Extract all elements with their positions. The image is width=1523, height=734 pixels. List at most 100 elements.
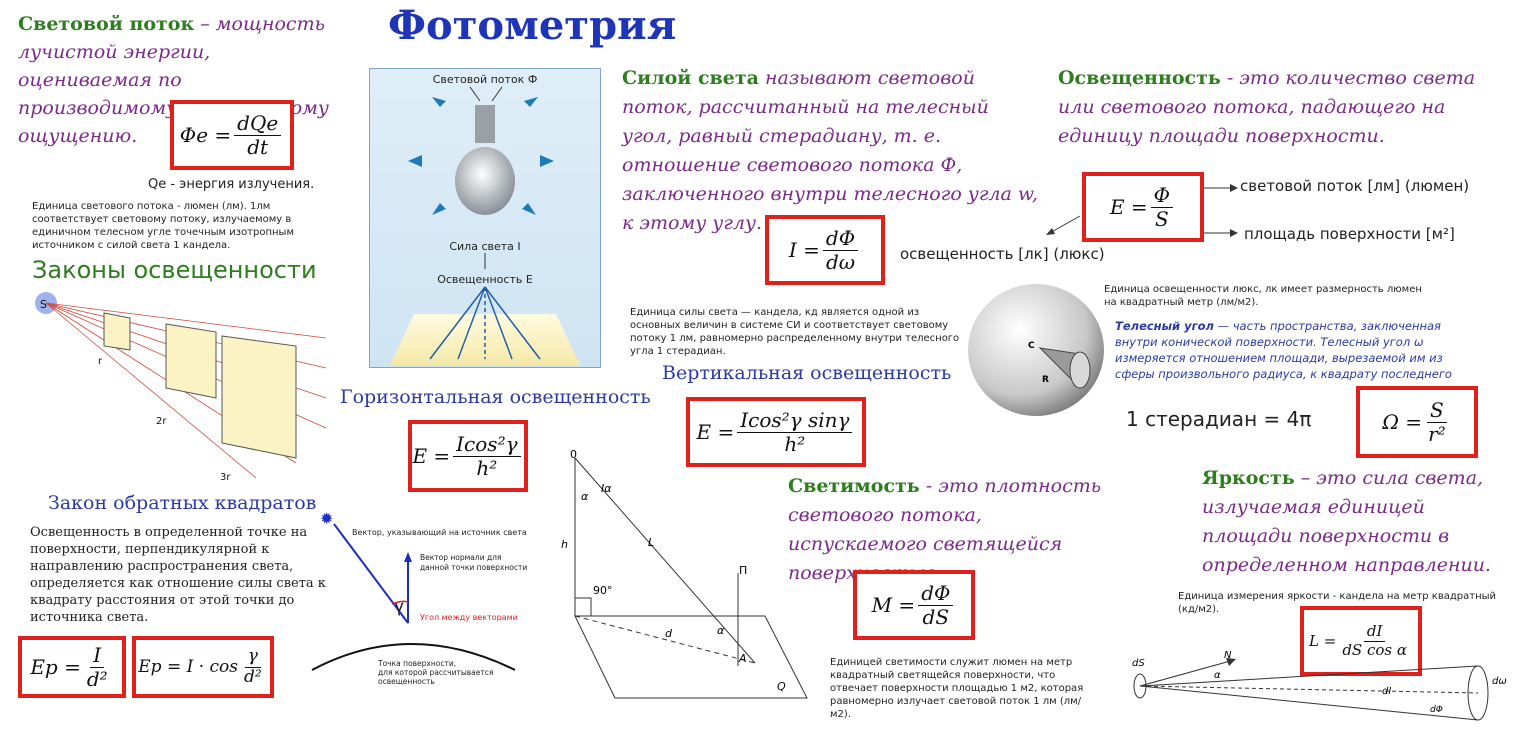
- illuminance-text: - это количество света или светового пот…: [1058, 67, 1476, 147]
- plane-r: [103, 312, 131, 351]
- inv-f2-lhs: Ep = I · cos: [138, 657, 239, 677]
- illuminance-unit-note: Единица освещенности люкс, лк имеет разм…: [1104, 284, 1422, 308]
- illuminance-den: S: [1155, 206, 1169, 231]
- vector-label-source: Вектор, указывающий на источник света: [352, 528, 527, 537]
- qe-note: Qe - энергия излучения.: [148, 177, 315, 192]
- normal-arrow-icon: [1226, 658, 1236, 666]
- vertical-den: h²: [784, 431, 806, 456]
- vector-label-point-1: Точка поверхности,: [377, 659, 456, 668]
- horizontal-den: h²: [476, 455, 498, 480]
- solid-angle-num: S: [1427, 398, 1447, 423]
- lamp-diagram-svg: Световой поток Ф Сила света I Освещеннос…: [390, 73, 580, 365]
- brightness-text: – это сила света, излучаемая единицей пл…: [1202, 467, 1491, 576]
- geo-label-0: 0: [570, 448, 577, 461]
- gamma-label: γ: [394, 597, 404, 617]
- arrow-left-icon: [1046, 228, 1055, 235]
- vertical-heading: Вертикальная освещенность: [662, 362, 952, 384]
- plane-3r: [221, 335, 297, 459]
- geo-label-l: L: [648, 536, 654, 549]
- geo-label-h: h: [561, 538, 568, 551]
- steradian-text: 1 стерадиан = 4π: [1126, 407, 1312, 431]
- brightness-cone-diagram: dS N α dI dΦ dω: [1132, 650, 1507, 721]
- inverse-square-text: Освещенность в определенной точке на пов…: [30, 525, 326, 625]
- laws-heading: Законы освещенности: [32, 256, 317, 284]
- flux-unit-note: Единица светового потока - люмен (лм). 1…: [32, 201, 294, 251]
- illuminance-lhs: E =: [1109, 195, 1148, 219]
- vector-label-point-3: освещенность: [378, 677, 435, 686]
- cone-label-dphi: dΦ: [1430, 705, 1443, 715]
- cone-label-di: dI: [1382, 686, 1391, 697]
- horizontal-heading: Горизонтальная освещенность: [340, 386, 651, 408]
- arrow-right-icon: [1230, 184, 1238, 192]
- laws-diagram: S r 2r 3r: [35, 292, 327, 483]
- geo-label-d: d: [665, 627, 673, 640]
- horizontal-num: Icos²γ: [453, 432, 521, 457]
- laws-label-3r: 3r: [220, 472, 231, 483]
- arrow-right-icon: [1230, 229, 1238, 237]
- solid-angle-term: Телесный угол: [1115, 319, 1214, 333]
- geo-label-i-alpha: Iα: [601, 482, 612, 495]
- source-vector: [333, 523, 409, 624]
- lamp-label-illuminance: Освещенность E: [437, 273, 533, 286]
- horizontal-lhs: E =: [412, 444, 451, 468]
- inv-f1-num: I: [90, 643, 105, 668]
- flux-text: – мощность лучистой энергии, оцениваемая…: [18, 13, 329, 147]
- inv-f1-lhs: Ep =: [30, 655, 81, 679]
- vertical-lhs: E =: [696, 420, 735, 444]
- lamp-diagram: Световой поток Ф Сила света I Освещеннос…: [369, 68, 601, 368]
- illuminance-arrows: [1046, 184, 1238, 237]
- sphere-shape: [968, 284, 1104, 416]
- intensity-den: dω: [825, 249, 856, 274]
- sphere-label-r: R: [1042, 375, 1049, 385]
- luminosity-lhs: M =: [871, 593, 916, 617]
- page-title: Фотометрия: [388, 2, 677, 49]
- lamp-label-intensity: Сила света I: [449, 240, 520, 253]
- brightness-num: dI: [1363, 623, 1386, 642]
- solid-angle-definition: Телесный угол — часть пространства, закл…: [1115, 318, 1485, 382]
- vector-diagram: ✹ Вектор, указывающий на источник света …: [311, 509, 527, 686]
- intensity-term: Силой света: [622, 67, 759, 89]
- geo-label-90: 90°: [593, 584, 613, 597]
- brightness-lhs: L =: [1309, 632, 1337, 650]
- cone-label-n: N: [1224, 650, 1232, 661]
- vector-label-point-2: для которой рассчитывается: [378, 668, 493, 677]
- flux-term: Световой поток: [18, 13, 195, 35]
- intensity-lhs: I =: [788, 238, 820, 262]
- laws-label-2r: 2r: [156, 416, 167, 427]
- cone-end: [1467, 665, 1489, 721]
- bulb-base: [475, 105, 495, 143]
- brightness-den: dS cos α: [1342, 640, 1407, 659]
- brightness-term: Яркость: [1202, 467, 1295, 489]
- inverse-square-heading: Закон обратных квадратов: [48, 492, 317, 514]
- brightness-definition: Яркость – это сила света, излучаемая еди…: [1202, 464, 1502, 580]
- illuminance-unit-label: освещенность [лк] (люкс): [900, 245, 1105, 263]
- intensity-text: называют световой поток, рассчитанный на…: [622, 67, 1038, 234]
- geometry-diagram: 0 Iα α h L 90° П d α A Q: [561, 448, 808, 699]
- solid-angle-text: — часть пространства, заключенная внутри…: [1115, 319, 1452, 381]
- geo-label-alpha-bottom: α: [717, 624, 725, 637]
- vector-label-normal-1: Вектор нормали для: [420, 553, 501, 562]
- illuminance-term: Освещенность: [1058, 67, 1221, 89]
- cone-label-domega: dω: [1492, 676, 1507, 687]
- inv-f2-den: d²: [244, 666, 262, 687]
- illuminance-num: Φ: [1150, 183, 1174, 208]
- sphere-diagram: C R: [968, 284, 1104, 416]
- solid-angle-lhs: Ω =: [1382, 410, 1423, 434]
- geo-label-a: A: [738, 652, 747, 665]
- downward-rays: [429, 286, 541, 360]
- vertical-num: Icos²γ sinγ: [737, 408, 853, 433]
